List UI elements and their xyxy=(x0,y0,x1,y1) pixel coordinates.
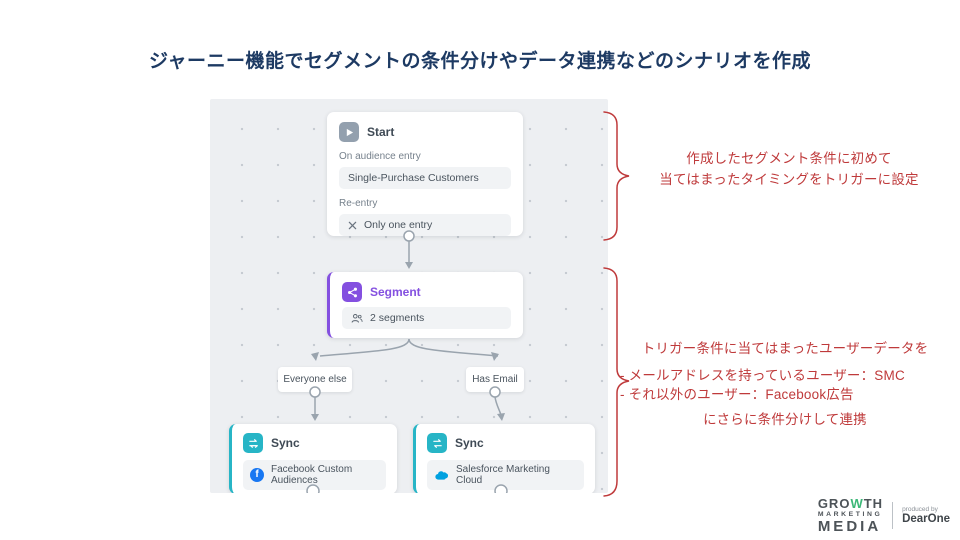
produced-by-label: produced by xyxy=(902,505,938,513)
producer-block: produced by DearOne xyxy=(902,506,950,526)
start-node[interactable]: Start On audience entry Single-Purchase … xyxy=(327,112,523,236)
audience-value: Single-Purchase Customers xyxy=(348,172,479,184)
segment-node-header: Segment xyxy=(342,282,511,302)
sync-facebook-title: Sync xyxy=(271,436,300,450)
branch-annotation-line3: - それ以外のユーザー：Facebook広告 xyxy=(620,386,854,402)
play-icon xyxy=(339,122,359,142)
producer-name: DearOne xyxy=(902,512,950,525)
reentry-value-pill[interactable]: Only one entry xyxy=(339,214,511,236)
logo-green-w: W xyxy=(850,495,864,511)
sync-salesforce-header: Sync xyxy=(427,433,584,453)
branch-annotation: トリガー条件に当てはまったユーザーデータを - メールアドレスを持っているユーザ… xyxy=(614,339,956,431)
entry-field-label: On audience entry xyxy=(339,151,421,162)
branch-annotation-line2: - メールアドレスを持っているユーザー：SMC xyxy=(620,367,905,383)
logo-growth-pre: GRO xyxy=(817,495,851,511)
logo-growth-post: TH xyxy=(863,495,884,511)
footer-logo: GROWTH MARKETING MEDIA produced by DearO… xyxy=(818,497,950,535)
logo-growth-line: GROWTH xyxy=(818,497,883,510)
salesforce-destination-pill[interactable]: Salesforce Marketing Cloud xyxy=(427,460,584,490)
segments-count: 2 segments xyxy=(370,312,425,324)
sync-icon xyxy=(243,433,263,453)
facebook-icon xyxy=(250,468,264,482)
sync-node-facebook[interactable]: Sync Facebook Custom Audiences xyxy=(229,424,397,493)
branch-annotation-line4: にさらに条件分けして連携 xyxy=(703,412,867,428)
branch-everyone-else[interactable]: Everyone else xyxy=(278,367,352,392)
page-title: ジャーニー機能でセグメントの条件分けやデータ連携などのシナリオを作成 xyxy=(148,51,812,72)
reentry-field-label: Re-entry xyxy=(339,198,378,209)
logo-marketing-line: MARKETING xyxy=(817,510,883,518)
sync-salesforce-title: Sync xyxy=(455,436,484,450)
branch-has-email-label: Has Email xyxy=(472,374,518,385)
users-icon xyxy=(351,313,363,324)
sync-facebook-header: Sync xyxy=(243,433,386,453)
branch-has-email[interactable]: Has Email xyxy=(466,367,524,392)
salesforce-destination: Salesforce Marketing Cloud xyxy=(456,464,550,486)
segments-count-pill[interactable]: 2 segments xyxy=(342,307,511,329)
start-node-header: Start xyxy=(339,122,511,142)
trigger-annotation-line1: 作成したセグメント条件に初めて xyxy=(686,151,892,166)
logo-divider xyxy=(892,502,894,530)
sync-icon xyxy=(427,433,447,453)
start-node-title: Start xyxy=(367,125,395,139)
growth-marketing-media-logo: GROWTH MARKETING MEDIA xyxy=(818,497,883,535)
segment-split-icon xyxy=(342,282,362,302)
facebook-destination: Facebook Custom Audiences xyxy=(271,464,353,486)
reentry-value: Only one entry xyxy=(364,219,433,231)
segment-node[interactable]: Segment 2 segments xyxy=(327,272,523,338)
audience-value-pill[interactable]: Single-Purchase Customers xyxy=(339,167,511,189)
sync-node-salesforce[interactable]: Sync Salesforce Marketing Cloud xyxy=(413,424,595,493)
segment-node-title: Segment xyxy=(370,285,421,299)
logo-media-line: MEDIA xyxy=(817,518,882,536)
branch-everyone-else-label: Everyone else xyxy=(283,374,347,385)
branch-annotation-line1: トリガー条件に当てはまったユーザーデータを xyxy=(641,341,929,356)
trigger-annotation-line2: 当てはまったタイミングをトリガーに設定 xyxy=(659,171,919,187)
salesforce-cloud-icon xyxy=(434,470,449,481)
journey-canvas: Start On audience entry Single-Purchase … xyxy=(210,99,608,493)
trigger-annotation: 作成したセグメント条件に初めて 当てはまったタイミングをトリガーに設定 xyxy=(628,149,950,191)
close-icon[interactable] xyxy=(348,221,357,230)
facebook-destination-pill[interactable]: Facebook Custom Audiences xyxy=(243,460,386,490)
